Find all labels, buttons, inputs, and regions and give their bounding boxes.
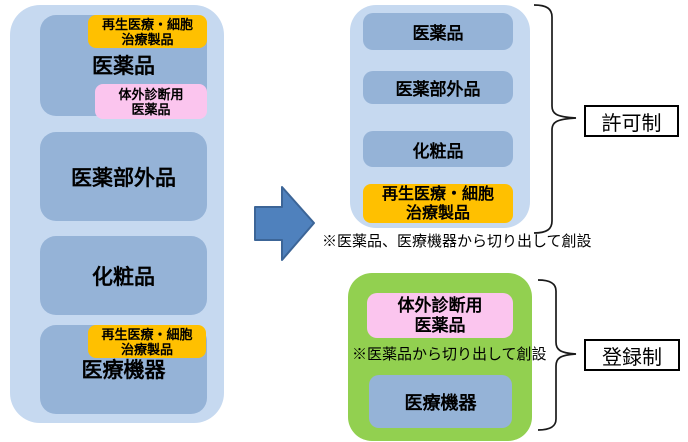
license-note: ※医薬品、医療機器から切り出して創設 xyxy=(322,233,592,250)
badge-line: 医薬品 xyxy=(131,101,171,117)
registration-system-label: 登録制 xyxy=(584,339,680,371)
ivd-line: 体外診断用 xyxy=(397,295,483,315)
badge-line: 治療製品 xyxy=(120,341,173,357)
medical-devices-label: 医療機器 xyxy=(81,359,166,382)
medical-devices-label: 医療機器 xyxy=(404,392,477,413)
ivd-badge: 体外診断用 医薬品 xyxy=(95,84,207,119)
badge-line: 再生医療・細胞 xyxy=(101,326,193,342)
quasi-drugs-label: 医薬部外品 xyxy=(395,80,481,99)
left-box-quasi-drugs: 医薬部外品 xyxy=(40,132,207,221)
left-panel: 再生医療・細胞 治療製品 医薬品 体外診断用 医薬品 医薬部外品 化粧品 再生医… xyxy=(10,5,224,423)
regenerative-medicine-badge-top: 再生医療・細胞 治療製品 xyxy=(88,15,207,48)
license-system-text: 許可制 xyxy=(601,112,662,135)
pharmaceuticals-label: 医薬品 xyxy=(92,55,155,78)
license-brace-icon xyxy=(533,4,577,234)
badge-line: 体外診断用 xyxy=(118,86,184,102)
right-box-medical-devices: 医療機器 xyxy=(369,375,512,428)
left-box-pharmaceuticals: 再生医療・細胞 治療製品 医薬品 体外診断用 医薬品 xyxy=(40,15,207,119)
regenerative-medicine-badge-bottom: 再生医療・細胞 治療製品 xyxy=(88,325,206,358)
right-box-cosmetics: 化粧品 xyxy=(363,131,513,167)
left-box-medical-devices: 再生医療・細胞 治療製品 医療機器 xyxy=(40,325,207,414)
right-box-quasi-drugs: 医薬部外品 xyxy=(363,71,513,104)
registration-note: ※医薬品から切り出して創設 xyxy=(352,346,547,363)
regenerative-medicine-box: 再生医療・細胞 治療製品 xyxy=(363,184,513,223)
pharmaceuticals-label: 医薬品 xyxy=(412,24,464,43)
license-system-label: 許可制 xyxy=(584,105,679,137)
ivd-box: 体外診断用 医薬品 xyxy=(367,293,513,338)
license-group-panel: 医薬品 医薬部外品 化粧品 再生医療・細胞 治療製品 xyxy=(350,5,530,228)
transition-arrow-icon xyxy=(254,186,315,261)
registration-system-text: 登録制 xyxy=(602,346,662,369)
badge-line: 治療製品 xyxy=(121,31,174,47)
registration-group-panel: 体外診断用 医薬品 医療機器 xyxy=(348,273,532,441)
badge-line: 再生医療・細胞 xyxy=(101,16,193,32)
regen-line: 治療製品 xyxy=(405,204,470,222)
cosmetics-label: 化粧品 xyxy=(412,141,464,161)
cosmetics-label: 化粧品 xyxy=(92,265,155,289)
right-box-pharmaceuticals: 医薬品 xyxy=(363,13,513,50)
regen-line: 再生医療・細胞 xyxy=(381,185,494,203)
left-box-cosmetics: 化粧品 xyxy=(40,236,207,315)
quasi-drugs-label: 医薬部外品 xyxy=(71,166,176,190)
ivd-line: 医薬品 xyxy=(414,315,466,335)
